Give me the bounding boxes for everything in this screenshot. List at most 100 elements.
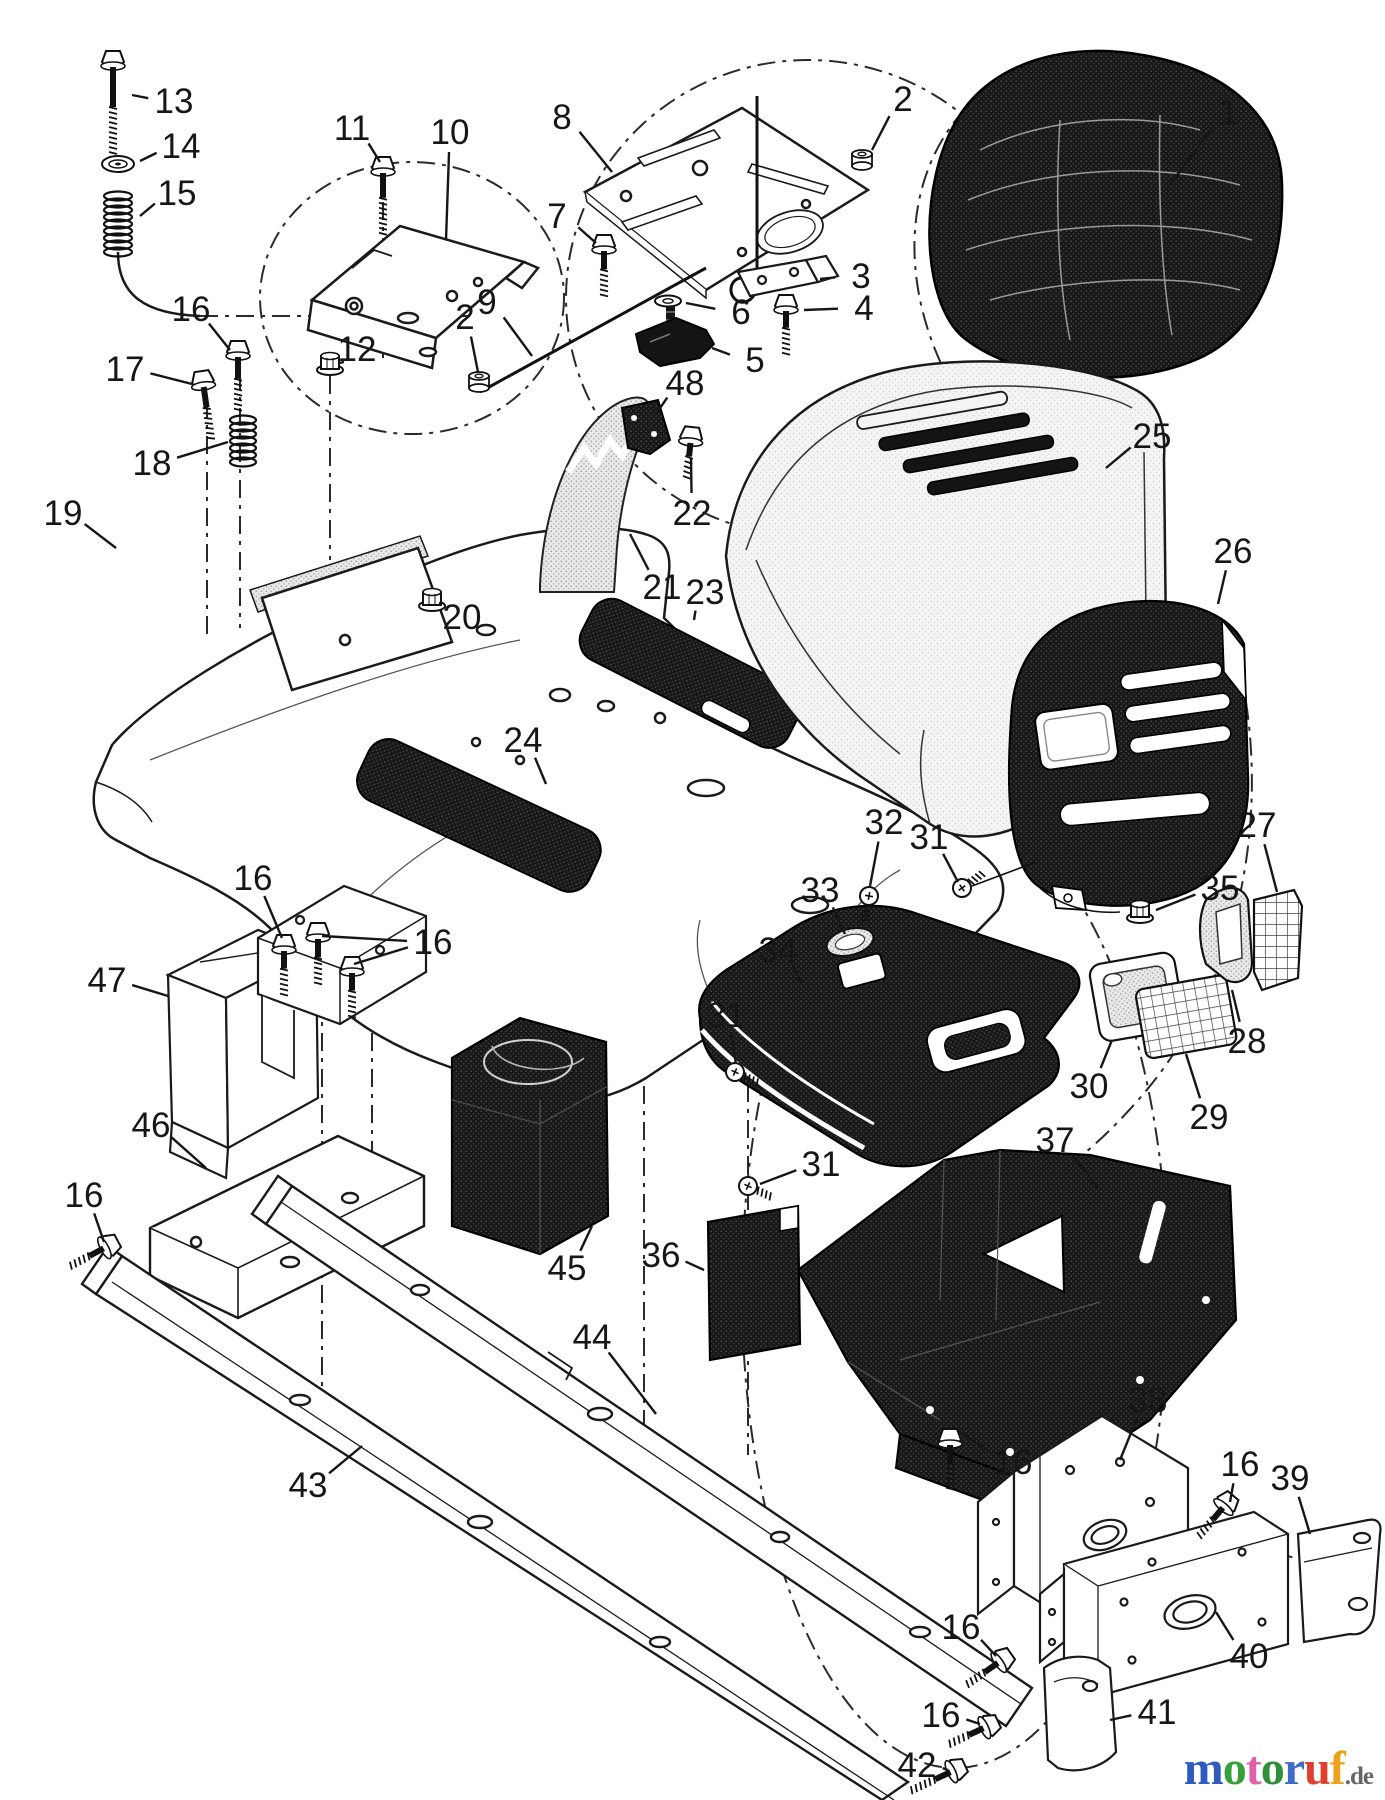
hex-bolt: [305, 922, 331, 986]
callout-9: 9: [477, 283, 496, 322]
battery-box: [450, 1016, 610, 1256]
callout-41: 41: [1138, 1693, 1177, 1732]
leader-line: [868, 841, 880, 887]
bushing: [468, 371, 490, 393]
leader-line: [1165, 126, 1214, 191]
leader-line: [338, 360, 345, 365]
callout-16: 16: [1221, 1445, 1260, 1484]
logo-letter: o: [1222, 1742, 1247, 1795]
hex-bolt: [773, 294, 799, 356]
logo-letter: m: [1183, 1742, 1224, 1795]
callout-6: 6: [731, 293, 750, 332]
pan-head-screw: [725, 1062, 759, 1087]
latch-plate-48: [620, 398, 672, 456]
callout-20: 20: [443, 598, 482, 637]
callout-16: 16: [234, 859, 273, 898]
flange-nut: [418, 587, 446, 612]
callout-11: 11: [334, 109, 370, 148]
flat-washer: [654, 294, 682, 308]
callout-10: 10: [431, 113, 470, 152]
leader-line: [1071, 1154, 1099, 1189]
callout-34: 34: [759, 931, 798, 970]
headlight-lens-27: [1252, 888, 1304, 992]
leader-line: [1099, 1039, 1114, 1069]
callout-43: 43: [289, 1466, 328, 1505]
callout-35: 35: [1201, 869, 1240, 908]
side-panel-36: [706, 1204, 802, 1362]
footrest-pad-right: [578, 597, 803, 749]
callout-25: 25: [1133, 417, 1172, 456]
callout-22: 22: [673, 494, 712, 533]
leader-line: [469, 336, 480, 373]
hex-bolt: [100, 50, 126, 165]
hinge-plate-10: [306, 224, 541, 370]
callout-28: 28: [1228, 1022, 1267, 1061]
callout-18: 18: [133, 444, 172, 483]
leader-line: [628, 533, 650, 571]
hex-bolt: [339, 956, 365, 1019]
callout-8: 8: [552, 98, 571, 137]
hex-bolt: [190, 369, 217, 440]
callout-17: 17: [106, 350, 145, 389]
spring-link-line: [116, 251, 201, 318]
leader-line: [93, 1213, 106, 1243]
logo-letter: f: [1329, 1742, 1346, 1795]
callout-16: 16: [994, 1443, 1033, 1482]
callout-31: 31: [910, 818, 949, 857]
callout-12: 12: [338, 330, 377, 369]
callout-15: 15: [158, 174, 197, 213]
pan-head-screw: [738, 1176, 772, 1201]
callout-16: 16: [942, 1608, 981, 1647]
callout-32: 32: [865, 803, 904, 842]
hex-bolt: [965, 1646, 1017, 1689]
motoruf-logo[interactable]: motoruf.de: [1183, 1741, 1374, 1796]
leader-line: [139, 151, 158, 163]
hex-bolt: [937, 1428, 963, 1491]
hex-bolt: [948, 1713, 1003, 1748]
callout-16: 16: [65, 1176, 104, 1215]
callout-44: 44: [573, 1318, 612, 1357]
leader-line: [942, 1767, 949, 1772]
leader-line: [207, 322, 231, 351]
callout-38: 38: [1129, 1381, 1168, 1420]
leader-line: [870, 115, 891, 151]
frame-rail-43: [80, 1244, 911, 1800]
seat-support-channel: [256, 884, 428, 1080]
support-rod-9: [479, 266, 707, 394]
callout-2: 2: [455, 298, 474, 337]
leader-line: [367, 142, 382, 163]
leader-line: [692, 610, 697, 621]
leader-line: [1118, 1417, 1139, 1461]
hex-bolt: [591, 234, 617, 298]
leader-line: [607, 1351, 657, 1415]
callout-27: 27: [1238, 806, 1277, 845]
leader-line: [577, 226, 597, 244]
leader-line: [131, 983, 169, 998]
callout-19: 19: [44, 494, 83, 533]
leader-line: [819, 276, 836, 281]
leader-line: [438, 601, 442, 606]
frame-rail-44: [250, 1174, 1034, 1728]
console-trim: [539, 396, 651, 593]
flange-nut: [1126, 899, 1154, 924]
leader-line: [791, 965, 804, 985]
leader-line: [685, 301, 716, 310]
wing-knob-5: [634, 298, 716, 368]
logo-letter: t: [1245, 1742, 1262, 1795]
callout-48: 48: [666, 364, 705, 403]
leader-line: [263, 895, 284, 939]
callout-36: 36: [642, 1236, 681, 1275]
callout-14: 14: [162, 127, 201, 166]
hex-bolt: [271, 934, 297, 997]
callout-47: 47: [88, 961, 127, 1000]
callout-24: 24: [504, 721, 543, 760]
logo-letter: o: [1260, 1742, 1285, 1795]
emblem-33: [825, 926, 875, 958]
leader-line: [1228, 1483, 1235, 1503]
headlight-lens-28: [1198, 886, 1254, 984]
leader-line: [831, 906, 847, 935]
footrest-pad-left: [356, 738, 602, 893]
hardware-fasteners: [69, 50, 1240, 1795]
